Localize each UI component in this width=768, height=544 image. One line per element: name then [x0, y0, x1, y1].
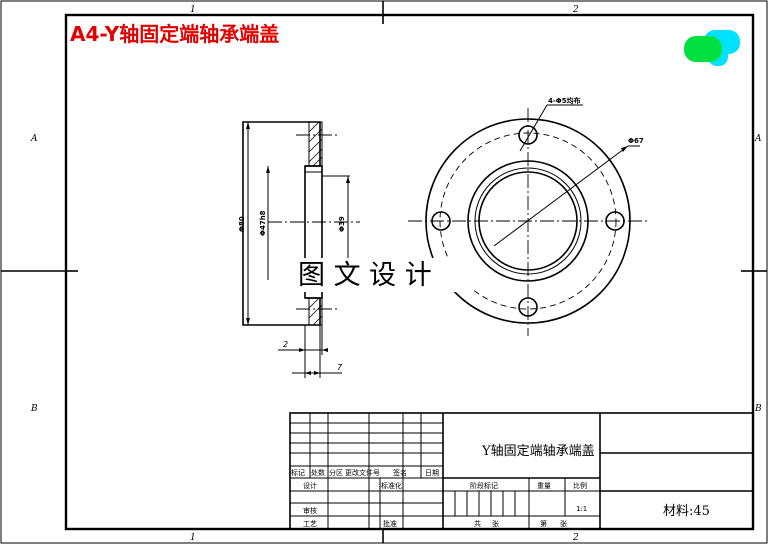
tb-label-qianming: 签名 [393, 468, 407, 477]
tb-label-sheji: 设计 [303, 481, 317, 490]
tb-label-bili: 比例 [573, 481, 587, 490]
dim-pitch-circle: Φ67 [628, 137, 644, 145]
tb-label-biaoji: 标记 [291, 468, 305, 477]
watermark-backdrop [292, 258, 472, 292]
tb-label-riqi: 日期 [425, 469, 439, 477]
tb-label-biaozhunhua: 标准化 [381, 481, 402, 490]
tb-label-pizhun: 批准 [383, 519, 397, 528]
title-block-material: 材料:45 [663, 504, 710, 519]
tb-label-gongyi: 工艺 [303, 520, 317, 528]
zone-label-left-a: A [30, 134, 38, 144]
watermark-text: 图 文 设 计 [298, 260, 432, 291]
side-view-bottom-dims [278, 325, 342, 378]
dim-flange-offset: 2 [283, 340, 288, 349]
dim-spigot-diameter: Φ47h8 [259, 210, 267, 236]
title-block-part-name: Y轴固定端轴承端盖 [481, 444, 595, 459]
zone-label-right-a: A [754, 134, 762, 144]
zone-label-top-2: 2 [572, 5, 579, 15]
dim-bolt-holes: 4-Φ5均布 [548, 96, 581, 105]
zone-label-right-b: B [754, 404, 762, 414]
dim-bore-diameter: Φ39 [338, 216, 346, 232]
title-block [289, 412, 754, 530]
tb-label-fenqu: 分区 [329, 468, 343, 477]
zone-label-bottom-2: 2 [572, 533, 579, 543]
tb-label-zhang-1: 张 [492, 519, 499, 528]
dim-outer-diameter: Φ80 [238, 216, 246, 232]
front-view [408, 104, 650, 336]
drawing-title: A4-Y轴固定端轴承端盖 [70, 22, 279, 46]
dim-spigot-length: 7 [337, 363, 343, 372]
title-block-scale: 1:1 [576, 505, 587, 513]
tb-label-gong: 共 [474, 519, 481, 528]
tb-label-zhang-2: 张 [560, 519, 567, 528]
tb-label-gengwenjian: 更改文件号 [345, 468, 380, 477]
zone-label-top-1: 1 [190, 5, 196, 15]
zone-label-bottom-1: 1 [190, 533, 196, 543]
tb-label-jieduan: 阶段标记 [470, 481, 498, 490]
tb-label-zhongliang: 重量 [537, 482, 551, 490]
tb-label-shenhe: 审核 [303, 506, 317, 515]
tb-label-chushu: 处数 [311, 468, 325, 477]
tb-label-di: 第 [540, 519, 547, 528]
logo-mark [684, 30, 740, 66]
side-section-view [242, 121, 360, 326]
zone-label-left-b: B [30, 404, 38, 414]
